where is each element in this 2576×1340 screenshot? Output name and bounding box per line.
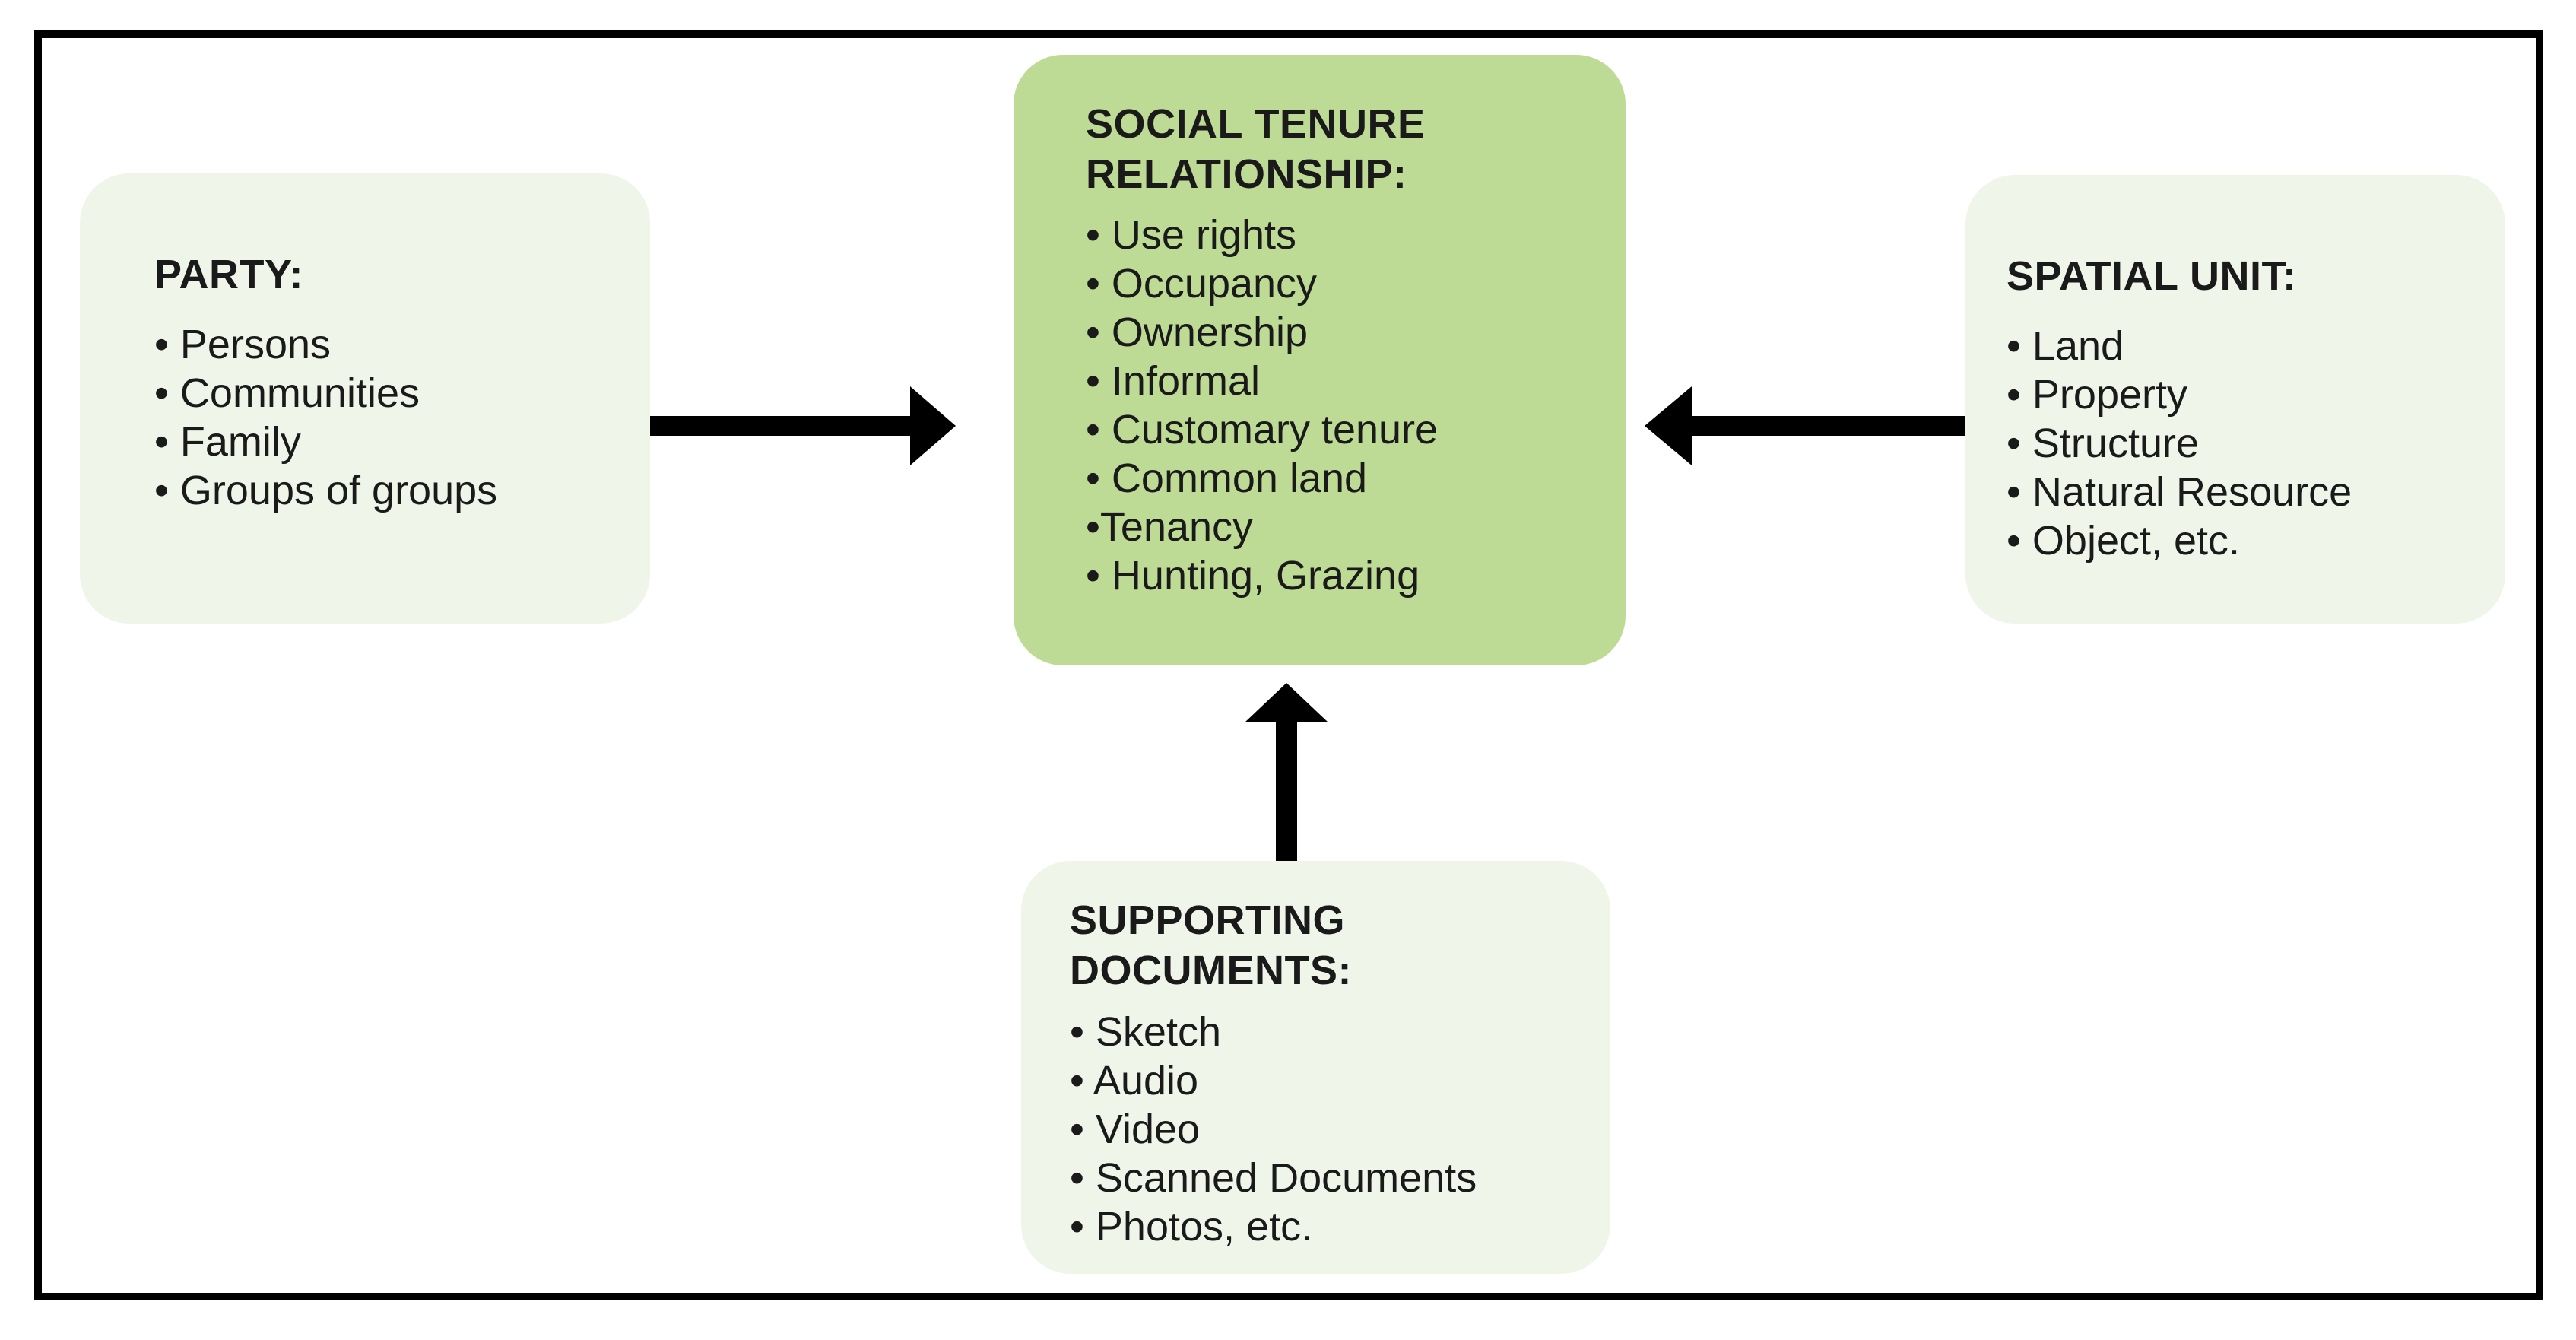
list-item: • Ownership <box>1086 310 1309 355</box>
list-item: • Occupancy <box>1086 261 1318 306</box>
list-item: • Video <box>1070 1107 1201 1152</box>
party-box-title: PARTY: <box>154 252 303 297</box>
party-box: PARTY: • Persons • Communities • Family … <box>80 173 650 624</box>
list-item: • Hunting, Grazing <box>1086 553 1420 599</box>
list-item: • Scanned Documents <box>1070 1155 1477 1201</box>
list-item: • Property <box>2007 372 2187 418</box>
list-item: • Structure <box>2007 421 2199 466</box>
spatial-unit-list: • Land • Property • Structure • Natural … <box>2007 322 2490 565</box>
list-item: • Natural Resource <box>2007 469 2352 515</box>
arrow-supporting-documents-to-relationship-icon <box>1245 683 1328 861</box>
list-item: • Persons <box>154 322 332 367</box>
arrow-spatial-unit-to-relationship-icon <box>1645 386 1965 465</box>
list-item: • Informal <box>1086 358 1260 404</box>
spatial-unit-title: SPATIAL UNIT: <box>2007 253 2297 299</box>
supporting-documents-box: SUPPORTING DOCUMENTS: • Sketch • Audio •… <box>1021 861 1610 1274</box>
social-tenure-relationship-title: SOCIAL TENURE RELATIONSHIP: <box>1086 101 1426 197</box>
arrow-party-to-relationship-icon <box>650 386 956 465</box>
list-item: • Photos, etc. <box>1070 1204 1313 1250</box>
party-list: • Persons • Communities • Family • Group… <box>154 320 627 515</box>
diagram-outer-border <box>34 30 2543 1300</box>
list-item: • Communities <box>154 370 420 416</box>
supporting-documents-title: SUPPORTING DOCUMENTS: <box>1070 897 1352 993</box>
list-item: • Sketch <box>1070 1009 1221 1055</box>
list-item: • Land <box>2007 323 2124 369</box>
list-item: •Tenancy <box>1086 504 1254 550</box>
social-tenure-relationship-list: • Use rights • Occupancy • Ownership • I… <box>1086 211 1603 600</box>
list-item: • Customary tenure <box>1086 407 1439 452</box>
spatial-unit-box: SPATIAL UNIT: • Land • Property • Struct… <box>1965 175 2505 624</box>
list-item: • Common land <box>1086 456 1368 501</box>
supporting-documents-list: • Sketch • Audio • Video • Scanned Docum… <box>1070 1008 1595 1251</box>
social-tenure-relationship-box: SOCIAL TENURE RELATIONSHIP: • Use rights… <box>1014 55 1626 665</box>
list-item: • Audio <box>1070 1058 1199 1103</box>
list-item: • Object, etc. <box>2007 518 2241 564</box>
list-item: • Use rights <box>1086 212 1296 258</box>
list-item: • Groups of groups <box>154 468 498 513</box>
list-item: • Family <box>154 419 301 465</box>
